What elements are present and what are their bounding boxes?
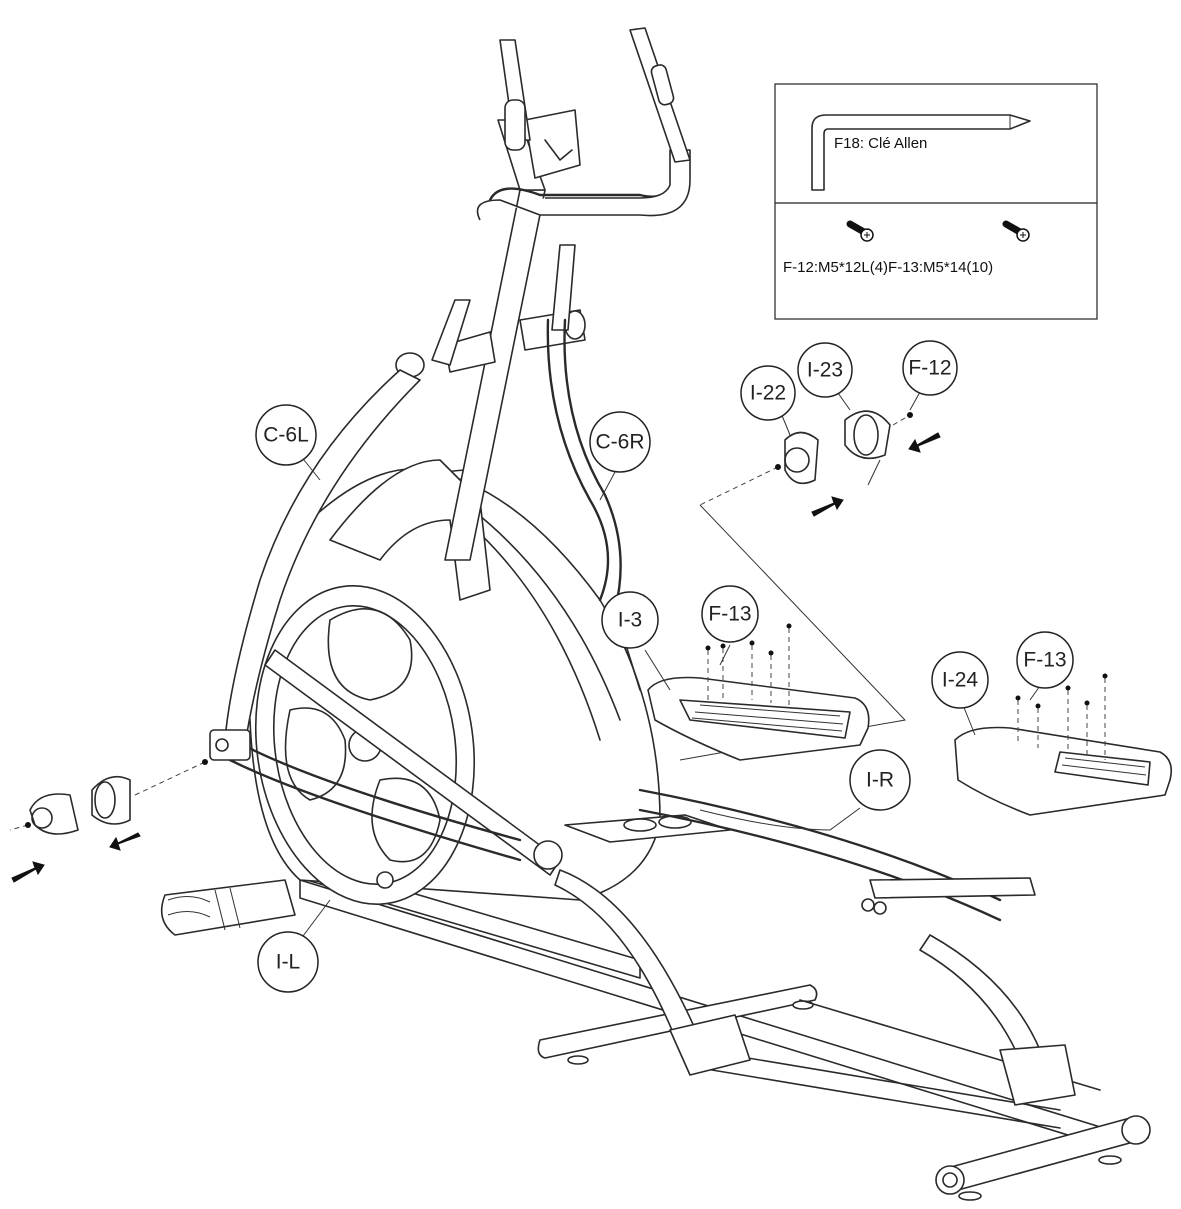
callout-f13a: F-13 [701, 585, 759, 643]
allen-key-icon [811, 114, 1031, 191]
callout-il: I-L [257, 931, 319, 993]
screws-label: F-12:M5*12L(4)F-13:M5*14(10) [783, 259, 993, 276]
screw-f13-icon [1002, 220, 1030, 242]
svg-text:I-22: I-22 [750, 382, 786, 405]
pedal-i3 [647, 623, 870, 761]
upright-post [395, 27, 691, 561]
flywheel-housing [244, 459, 661, 905]
callout-i24: I-24 [931, 651, 989, 709]
svg-text:I-24: I-24 [942, 669, 979, 692]
svg-text:I-R: I-R [866, 769, 894, 792]
svg-text:I-L: I-L [276, 951, 301, 974]
arrow-icon-right [811, 432, 941, 517]
svg-text:F-13: F-13 [1023, 649, 1066, 672]
leader-lines [299, 391, 1043, 941]
base-frame [160, 859, 1151, 1201]
svg-text:C-6R: C-6R [595, 431, 644, 454]
svg-text:I-23: I-23 [807, 359, 843, 382]
right-arm [546, 318, 1076, 1106]
svg-text:I-3: I-3 [618, 609, 643, 632]
left-endcap-parts [9, 759, 208, 835]
callout-i3: I-3 [601, 591, 659, 649]
svg-text:F-12: F-12 [908, 357, 951, 380]
callout-f12: F-12 [902, 340, 958, 396]
allen-key-label: F18: Clé Allen [834, 135, 927, 152]
callout-c6r: C-6R [589, 411, 651, 473]
hardware-box: F18: Clé Allen F-12:M5*12L(4)F-13:M5*14(… [774, 83, 1098, 320]
svg-text:C-6L: C-6L [263, 424, 309, 447]
callout-f13b: F-13 [1016, 631, 1074, 689]
callout-i23: I-23 [797, 342, 853, 398]
arrow-icon [11, 832, 141, 883]
pedal-i24 [954, 673, 1173, 816]
callout-c6l: C-6L [255, 404, 317, 466]
screw-f12-icon [846, 220, 874, 242]
callout-i22: I-22 [740, 365, 796, 421]
svg-text:F-13: F-13 [708, 603, 751, 626]
left-arm [209, 369, 751, 1076]
callout-ir: I-R [849, 749, 911, 811]
